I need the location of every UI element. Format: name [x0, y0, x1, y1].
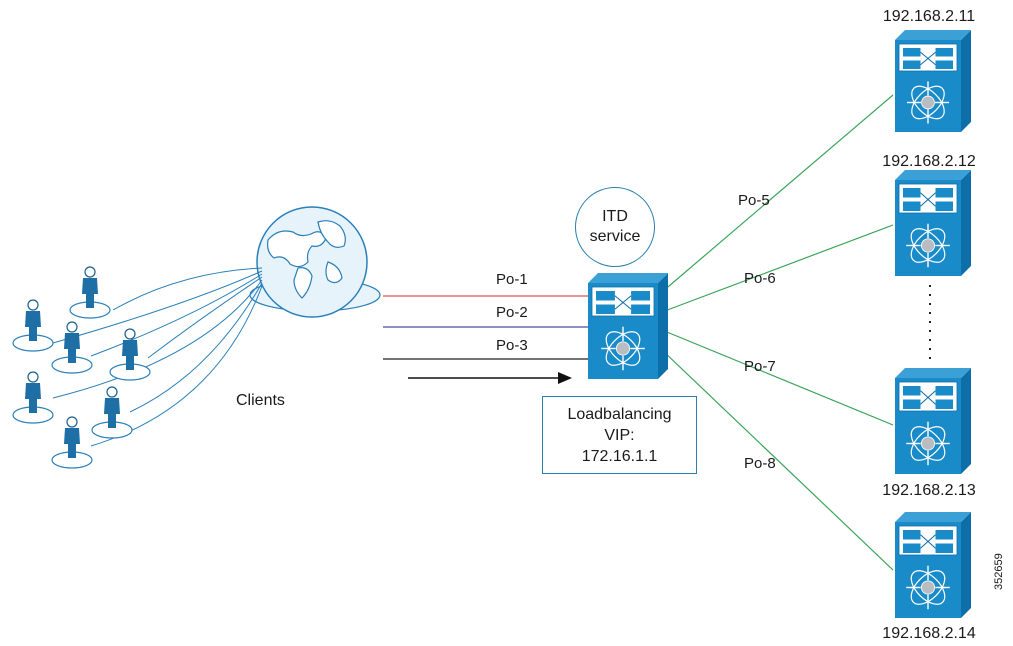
server-link-line: [661, 349, 894, 571]
server-switch-icon: [895, 512, 971, 618]
ingress-link-label: Po-1: [496, 271, 528, 288]
ingress-link-label: Po-2: [496, 304, 528, 321]
client-user-icon: [91, 386, 133, 439]
server-switch-icon: [895, 368, 971, 474]
server-ip-label: 192.168.2.11: [882, 8, 976, 25]
server-link-label: Po-5: [738, 192, 770, 209]
client-connection-line: [112, 267, 263, 311]
client-connection-line: [129, 282, 263, 413]
server-link-line: [661, 94, 894, 293]
client-connection-line: [52, 270, 263, 344]
server-switch-icon: [895, 30, 971, 132]
client-user-icon: [12, 371, 54, 424]
clients-label: Clients: [236, 392, 285, 409]
server-ip-label: 192.168.2.14: [882, 625, 976, 642]
client-user-icon: [51, 416, 93, 469]
server-switch-icon: [895, 170, 971, 276]
client-connection-line: [90, 273, 263, 357]
server-link-line: [661, 224, 894, 313]
client-user-icon: [12, 299, 54, 352]
globe-icon: [249, 206, 381, 318]
client-user-icon: [69, 266, 111, 319]
vip-line1: Loadbalancing: [567, 405, 672, 423]
itd-service-line1: ITD: [602, 208, 628, 225]
client-connection-line: [147, 276, 263, 359]
server-ip-label: 192.168.2.12: [882, 153, 976, 170]
vip-line2: VIP:: [604, 426, 635, 444]
client-user-icon: [109, 328, 151, 381]
itd-service-bubble: ITD service: [575, 187, 655, 267]
itd-switch-icon: [588, 273, 668, 379]
server-link-line: [661, 329, 894, 426]
client-connection-line: [52, 279, 263, 399]
figure-id: 352659: [993, 553, 1005, 590]
server-link-label: Po-7: [744, 358, 776, 375]
server-ip-label: 192.168.2.13: [882, 482, 976, 499]
vip-line3: 172.16.1.1: [581, 447, 658, 465]
traffic-arrow-head: [558, 372, 572, 384]
server-link-label: Po-8: [744, 455, 776, 472]
loadbalancing-vip-box: Loadbalancing VIP: 172.16.1.1: [542, 396, 697, 474]
server-link-label: Po-6: [744, 270, 776, 287]
client-user-icon: [51, 321, 93, 374]
itd-service-line2: service: [589, 228, 641, 245]
ingress-link-label: Po-3: [496, 337, 528, 354]
